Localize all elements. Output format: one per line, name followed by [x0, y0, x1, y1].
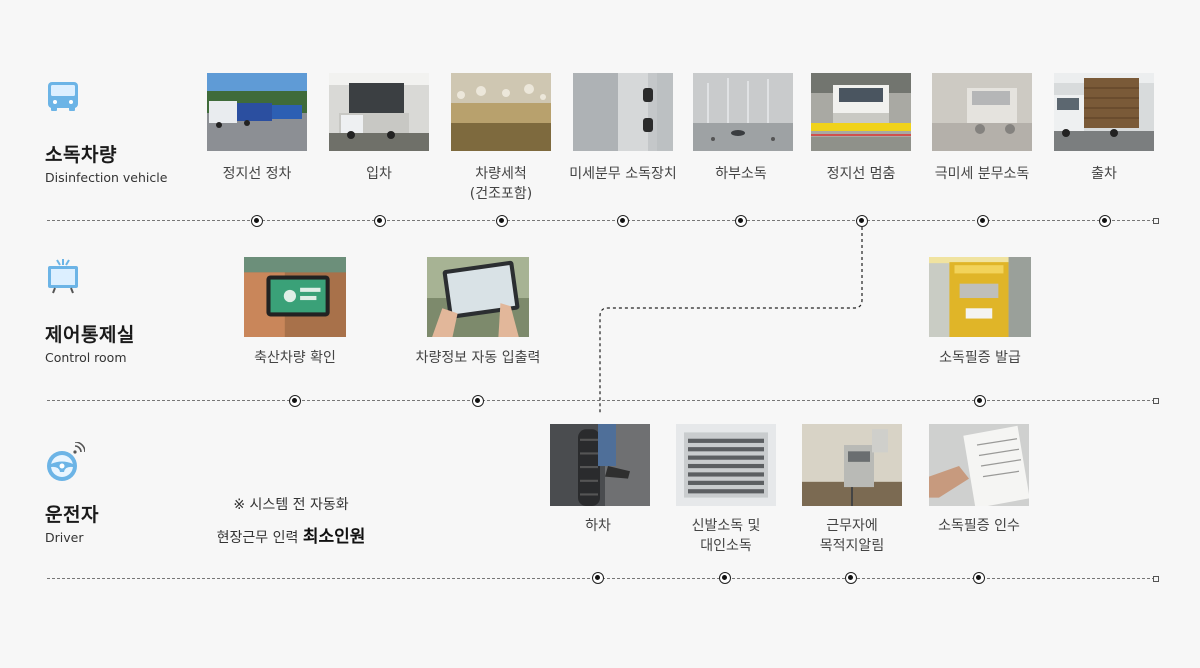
- photo-stopline-halt: [811, 73, 911, 151]
- control-step-label: 축산차량 확인: [254, 350, 336, 366]
- timeline-node: [374, 215, 386, 227]
- photo-vehicle-wash: [451, 73, 551, 151]
- photo-ultrafine-mist: [932, 73, 1032, 151]
- timeline-node: [617, 215, 629, 227]
- timeline-node: [856, 215, 868, 227]
- photo-entry: [329, 73, 429, 151]
- control-step-label: 소독필증 발급: [939, 350, 1021, 366]
- bus-icon: [45, 80, 81, 116]
- vehicle-step-label: 정지선 멈춤: [826, 166, 896, 182]
- photo-shoe-disinfection: [676, 424, 776, 506]
- driver-step-label: 근무자에 목적지알림: [819, 518, 885, 554]
- row-title-driver: 운전자: [45, 504, 99, 526]
- timeline-node: [472, 395, 484, 407]
- driver-step-label: 소독필증 인수: [938, 518, 1020, 534]
- row-title-vehicle: 소독차량: [45, 144, 117, 166]
- row-title-control: 제어통제실: [45, 324, 135, 346]
- photo-stopline-parking: [207, 73, 307, 151]
- timeline-node: [973, 572, 985, 584]
- photo-vehicle-info-io: [427, 257, 529, 337]
- vehicle-step-label: 미세분무 소독장치: [569, 166, 677, 182]
- timeline-end-control: [1153, 398, 1159, 404]
- row-subtitle-control: Control room: [45, 350, 127, 365]
- timeline-node: [1099, 215, 1111, 227]
- steering-wheel-icon: [45, 441, 86, 488]
- row-subtitle-driver: Driver: [45, 530, 84, 545]
- driver-note-line1: ※ 시스템 전 자동화: [233, 497, 349, 513]
- photo-exit: [1054, 73, 1154, 151]
- photo-livestock-check: [244, 257, 346, 337]
- timeline-end-driver: [1153, 576, 1159, 582]
- timeline-node: [977, 215, 989, 227]
- timeline-node: [845, 572, 857, 584]
- photo-mist-sprayer: [573, 73, 673, 151]
- row-subtitle-vehicle: Disinfection vehicle: [45, 170, 168, 185]
- timeline-node: [251, 215, 263, 227]
- driver-note: ※ 시스템 전 자동화 현장근무 인력 최소인원: [196, 494, 386, 547]
- vehicle-step-label: 차량세척 (건조포함): [469, 166, 533, 202]
- timeline-node: [974, 395, 986, 407]
- timeline-node: [592, 572, 604, 584]
- driver-note-bold: 최소인원: [302, 527, 366, 547]
- control-step-label: 차량정보 자동 입출력: [415, 350, 541, 366]
- connector-path: [599, 221, 863, 415]
- photo-certificate-receive: [929, 424, 1029, 506]
- timeline-control: [47, 400, 1155, 401]
- driver-note-line2: 현장근무 인력 최소인원: [196, 522, 386, 547]
- timeline-node: [289, 395, 301, 407]
- timeline-node: [735, 215, 747, 227]
- driver-note-prefix: 현장근무 인력: [216, 530, 299, 546]
- vehicle-step-label: 출차: [1091, 166, 1117, 182]
- timeline-vehicle: [47, 220, 1155, 221]
- timeline-node: [496, 215, 508, 227]
- monitor-icon: [45, 258, 81, 298]
- driver-step-label: 하차: [585, 518, 611, 534]
- vehicle-step-label: 극미세 분무소독: [934, 166, 1030, 182]
- vehicle-step-label: 하부소독: [715, 166, 767, 182]
- timeline-node: [719, 572, 731, 584]
- driver-step-label: 신발소독 및 대인소독: [691, 518, 761, 554]
- photo-destination-notice: [802, 424, 902, 506]
- photo-certificate-issue: [929, 257, 1031, 337]
- photo-alighting: [550, 424, 650, 506]
- vehicle-step-label: 정지선 정차: [222, 166, 292, 182]
- vehicle-step-label: 입차: [366, 166, 392, 182]
- photo-underbody-disinfection: [693, 73, 793, 151]
- timeline-end-vehicle: [1153, 218, 1159, 224]
